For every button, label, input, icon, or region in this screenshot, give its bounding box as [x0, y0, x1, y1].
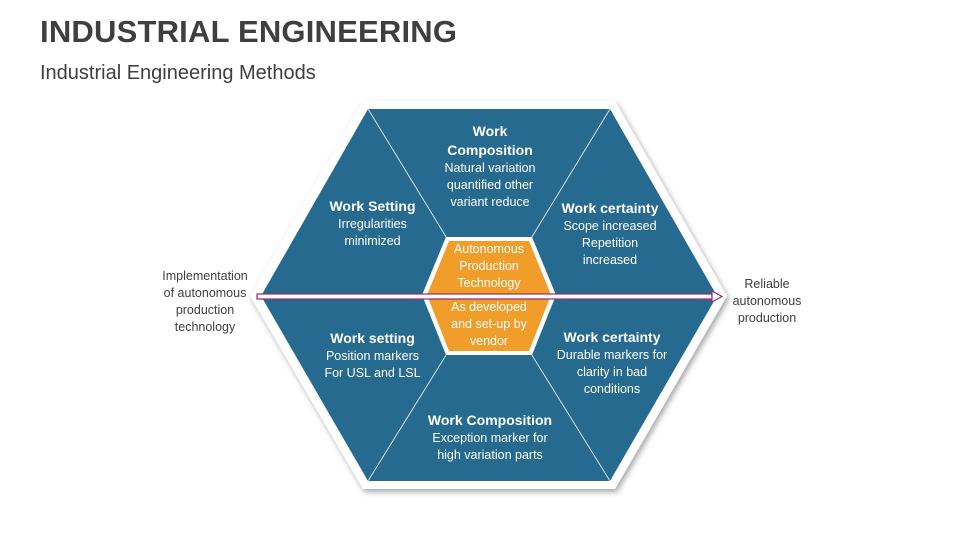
arrow-start-label: Implementation of autonomous production …	[162, 269, 248, 334]
segment-upper-left-body: Irregularities minimized	[338, 217, 407, 248]
arrow-end-label: Reliable autonomous production	[732, 277, 802, 325]
segment-lower-right-body: Durable markers for clarity in bad condi…	[556, 348, 668, 396]
page-subtitle: Industrial Engineering Methods	[40, 62, 316, 84]
segment-upper-right-heading: Work certainty	[561, 200, 659, 216]
segment-upper-right: Work certainty Scope increased Repetitio…	[535, 199, 685, 269]
segment-top-heading: Work Composition	[447, 123, 533, 158]
segment-dividers	[367, 108, 611, 482]
segment-lower-left-body: Position markers For USL and LSL	[324, 349, 421, 380]
segment-upper-left-heading: Work Setting	[329, 198, 416, 214]
segment-bottom: Work Composition Exception marker for hi…	[405, 411, 575, 464]
divider-bottom-left	[367, 351, 449, 482]
segment-lower-left: Work setting Position markers For USL an…	[300, 329, 445, 382]
segment-bottom-body: Exception marker for high variation part…	[432, 431, 548, 462]
center-top-text: Autonomous Production Technology	[453, 242, 525, 290]
divider-top-right	[529, 108, 611, 241]
arrow-head	[711, 289, 724, 304]
segment-top: Work Composition Natural variation quant…	[420, 122, 560, 211]
segment-bottom-heading: Work Composition	[427, 412, 553, 428]
segment-upper-left: Work Setting Irregularities minimized	[300, 197, 445, 250]
segment-top-body: Natural variation quantified other varia…	[444, 161, 536, 209]
segment-lower-left-heading: Work setting	[330, 330, 415, 346]
segment-lower-right-heading: Work certainty	[563, 329, 661, 345]
segment-lower-right: Work certainty Durable markers for clari…	[537, 328, 687, 398]
page-title: INDUSTRIAL ENGINEERING	[40, 14, 458, 49]
divider-top-left	[367, 108, 449, 241]
flow-arrow	[256, 289, 724, 304]
divider-bottom-right	[529, 351, 611, 482]
segment-upper-right-body: Scope increased Repetition increased	[563, 219, 657, 267]
center-bottom-text: As developed and set-up by vendor	[451, 300, 527, 348]
